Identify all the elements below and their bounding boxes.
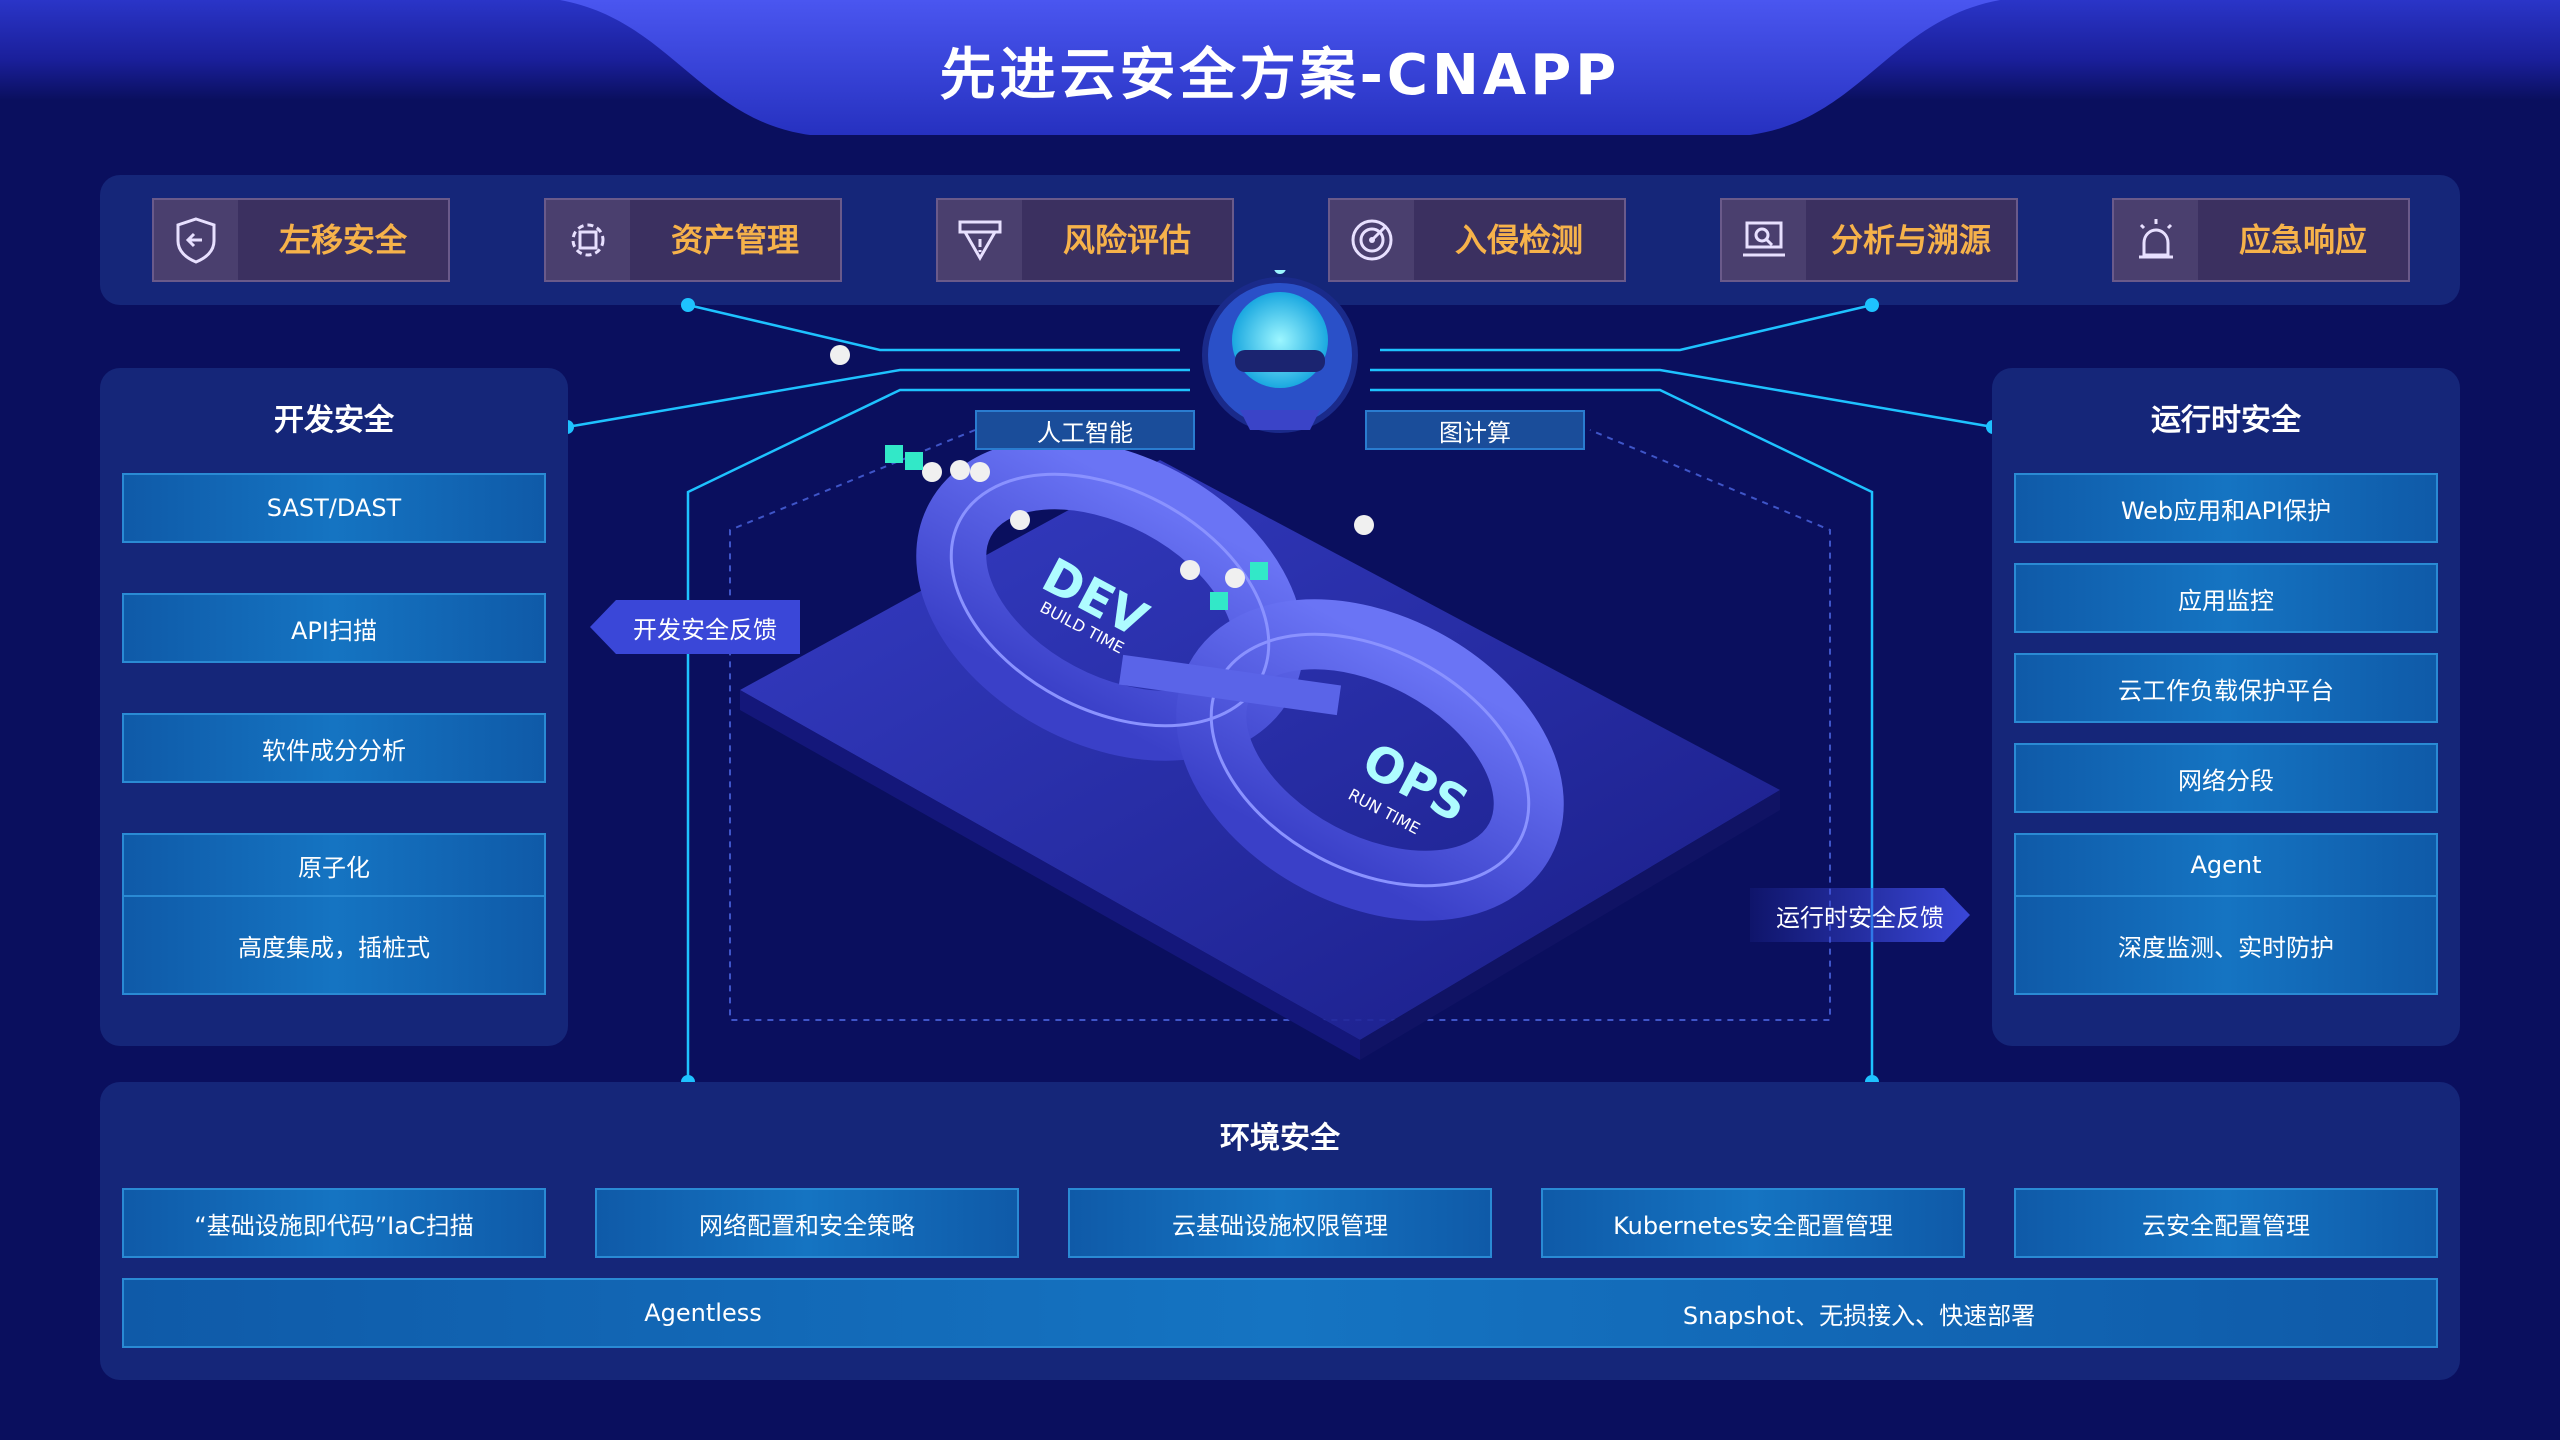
- dev-combined-line-2: 高度集成，插桩式: [238, 933, 430, 962]
- dev-item-sast-dast[interactable]: SAST/DAST: [122, 473, 546, 543]
- capability-intrusion-detection[interactable]: 入侵检测: [1328, 198, 1626, 282]
- ai-chip: 人工智能: [975, 410, 1195, 450]
- runtime-combined-line-1: Agent: [2016, 835, 2436, 897]
- dev-item-combined[interactable]: 原子化 高度集成，插桩式: [122, 833, 546, 995]
- runtime-item-waap[interactable]: Web应用和API保护: [2014, 473, 2438, 543]
- env-item-network-config[interactable]: 网络配置和安全策略: [595, 1188, 1019, 1258]
- radar-icon: [1330, 200, 1414, 280]
- env-snapshot-label: Snapshot、无损接入、快速部署: [1282, 1280, 2436, 1346]
- runtime-security-title: 运行时安全: [2151, 403, 2301, 438]
- runtime-item-app-monitoring[interactable]: 应用监控: [2014, 563, 2438, 633]
- alarm-light-icon: [2114, 200, 2198, 280]
- env-item-iac-scan[interactable]: “基础设施即代码”IaC扫描: [122, 1188, 546, 1258]
- env-item-kspm[interactable]: Kubernetes安全配置管理: [1541, 1188, 1965, 1258]
- capability-label: 分析与溯源: [1830, 221, 1991, 259]
- runtime-feedback-label: 运行时安全反馈: [1776, 903, 1944, 932]
- capability-risk-assessment[interactable]: 风险评估: [936, 198, 1234, 282]
- runtime-item-cwpp[interactable]: 云工作负载保护平台: [2014, 653, 2438, 723]
- dev-item-sca[interactable]: 软件成分分析: [122, 713, 546, 783]
- devops-isometric-illustration: [740, 270, 1780, 1060]
- runtime-feedback-arrow: [1750, 888, 1970, 942]
- env-agentless-bar[interactable]: Agentless Snapshot、无损接入、快速部署: [122, 1278, 2438, 1348]
- dev-feedback-arrow: [590, 600, 800, 654]
- capability-analysis-tracing[interactable]: 分析与溯源: [1720, 198, 2018, 282]
- env-item-ciem[interactable]: 云基础设施权限管理: [1068, 1188, 1492, 1258]
- gear-box-icon: [546, 200, 630, 280]
- dev-combined-line-1: 原子化: [124, 835, 544, 897]
- capability-shift-left[interactable]: 左移安全: [152, 198, 450, 282]
- graph-compute-chip: 图计算: [1365, 410, 1585, 450]
- capability-label: 入侵检测: [1454, 221, 1583, 259]
- dev-item-api-scan[interactable]: API扫描: [122, 593, 546, 663]
- dev-security-title: 开发安全: [274, 403, 394, 438]
- env-agentless-label: Agentless: [124, 1280, 1282, 1346]
- env-security-title: 环境安全: [1220, 1121, 1340, 1156]
- dev-feedback-label: 开发安全反馈: [633, 615, 777, 644]
- shield-arrow-icon: [154, 200, 238, 280]
- warning-monitor-icon: [938, 200, 1022, 280]
- runtime-combined-line-2: 深度监测、实时防护: [2118, 933, 2334, 962]
- capability-asset-management[interactable]: 资产管理: [544, 198, 842, 282]
- capability-label: 资产管理: [670, 221, 799, 259]
- runtime-item-segmentation[interactable]: 网络分段: [2014, 743, 2438, 813]
- header-tab: [560, 0, 2000, 135]
- capability-label: 风险评估: [1062, 221, 1191, 259]
- capability-emergency-response[interactable]: 应急响应: [2112, 198, 2410, 282]
- magnifier-laptop-icon: [1722, 200, 1806, 280]
- runtime-item-combined[interactable]: Agent 深度监测、实时防护: [2014, 833, 2438, 995]
- page-title: 先进云安全方案-CNAPP: [939, 43, 1621, 108]
- capability-label: 左移安全: [278, 221, 407, 259]
- capability-label: 应急响应: [2238, 221, 2367, 259]
- env-item-cspm[interactable]: 云安全配置管理: [2014, 1188, 2438, 1258]
